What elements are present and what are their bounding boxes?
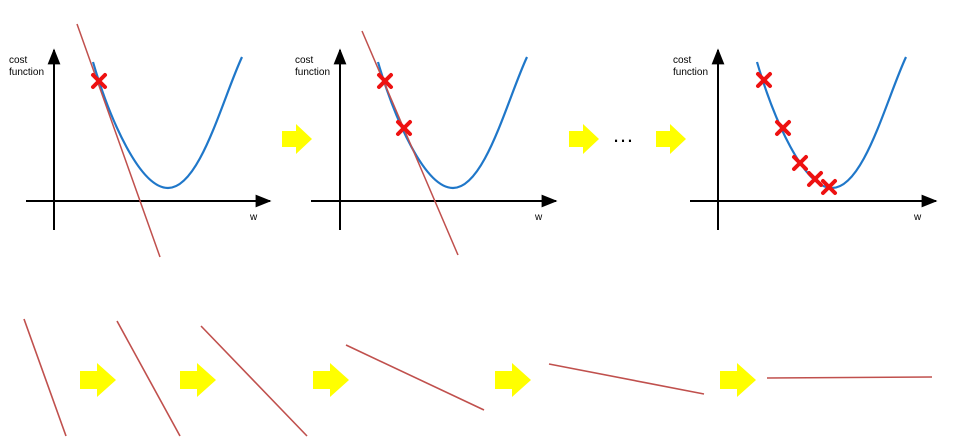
tangent-line [116,320,181,437]
step-arrow-icon [282,124,312,154]
step-arrow-icon [80,363,116,397]
y-axis-label-line2: function [295,67,330,78]
plot-panel-3: cost function w [673,48,938,230]
y-axis-label-line2: function [9,67,44,78]
x-marker-icon [821,179,837,195]
plot-panel-2: cost function w [295,30,558,256]
tangent-line [200,325,308,437]
step-arrow-icon [656,124,686,154]
cost-curve [376,56,528,190]
step-arrow-icon [495,363,531,397]
step-arrow-icon [313,363,349,397]
x-marker-icon [756,72,772,88]
x-marker-icon [775,120,791,136]
y-axis-label-line1: cost [9,55,28,66]
x-axis-label: w [249,212,258,223]
step-arrow-icon [180,363,216,397]
y-axis-label-line2: function [673,67,708,78]
slope-sequence [23,318,933,437]
step-arrow-icon [569,124,599,154]
x-axis-label: w [534,212,543,223]
y-axis-label-line1: cost [295,55,314,66]
plot-panel-1: cost function w [9,23,272,258]
tangent-line [23,318,67,437]
x-marker-icon [91,73,107,89]
y-axis-label-line1: cost [673,55,692,66]
x-marker-icon [807,171,823,187]
tangent-line [345,344,485,411]
tangent-line [548,363,705,395]
x-marker-icon [396,120,412,136]
tangent-line [76,23,161,258]
ellipsis: … [612,122,634,147]
tangent-line [766,376,933,379]
x-marker-icon [792,155,808,171]
x-axis-label: w [913,212,922,223]
step-arrow-icon [720,363,756,397]
cost-curve [91,56,243,190]
tangent-line [361,30,459,256]
x-marker-icon [377,73,393,89]
